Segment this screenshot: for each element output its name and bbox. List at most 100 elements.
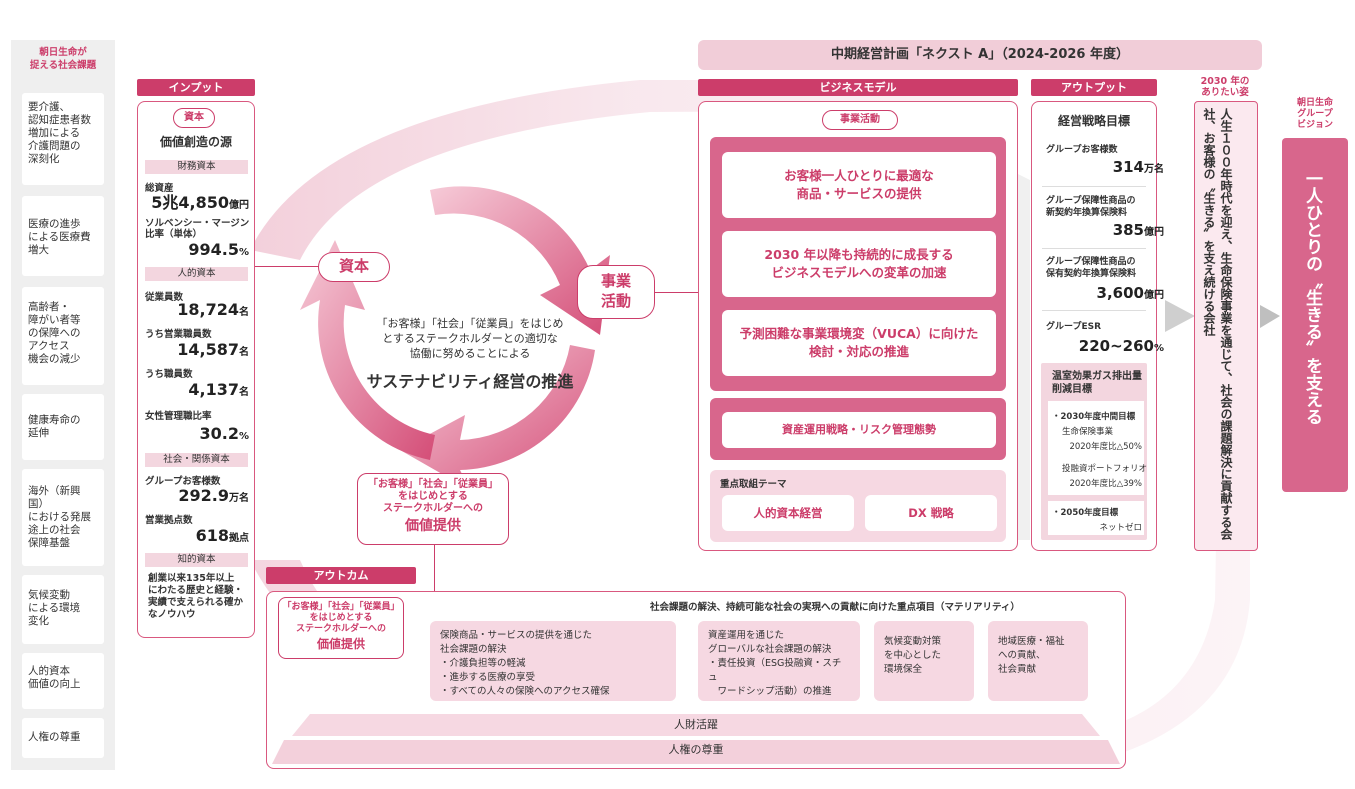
issue-item-care: 要介護、 認知症患者数 増加による 介護問題の 深刻化	[22, 93, 104, 185]
total-assets-value: 5兆4,850億円	[151, 193, 249, 212]
out-inforce-premium-value: 3,600億円	[1096, 284, 1164, 302]
vision-2030-text: 人生１００年時代を迎え、生命保険事業を通じて、社会の課題解決に貢献する会社、お客…	[1202, 108, 1233, 540]
ghg-mid-sub1: 生命保険事業	[1062, 427, 1114, 437]
capital-pill: 資本	[173, 108, 215, 128]
issue-item-medical: 医療の進歩 による医療費 増大	[22, 196, 104, 276]
outcome-card	[266, 591, 1126, 769]
plan-banner: 中期経営計画「ネクスト A」（2024-2026 年度）	[698, 40, 1262, 70]
materiality-title: 社会課題の解決、持続可能な社会の実現への貢献に向けた重点項目（マテリアリティ）	[650, 602, 1020, 613]
out-esr-value: 220~260%	[1078, 337, 1164, 355]
cycle-center-text: 「お客様」「社会」「従業員」をはじめ とするステークホルダーとの適切な 協働に努…	[376, 317, 564, 360]
ghg-final-label: ・2050年度目標	[1052, 508, 1119, 518]
output-header: アウトプット	[1031, 79, 1157, 96]
output-title: 経営戦略目標	[1057, 114, 1130, 128]
sustainability-cycle	[300, 186, 610, 490]
cycle-arrow-top	[430, 186, 610, 335]
out-esr-label: グループESR	[1046, 322, 1102, 332]
foundation-base	[272, 714, 1120, 764]
customers-label: グループお客様数	[145, 476, 221, 487]
issue-item-human-capital: 人的資本 価値の向上	[22, 653, 104, 709]
outcome-header: アウトカム	[266, 567, 416, 584]
ghg-mid-val1: 2020年度比△50%	[1069, 442, 1142, 452]
cycle-arrow-left	[300, 240, 435, 460]
cycle-business-label: 事業 活動	[577, 265, 655, 319]
issue-item-human-rights: 人権の尊重	[22, 718, 104, 758]
value-provision-top: 「お客様」「社会」「従業員」 をはじめとする ステークホルダーへの	[368, 479, 498, 514]
out-new-premium-label: グループ保障性商品の 新契約年換算保険料	[1046, 196, 1136, 218]
female-mgr-label: 女性管理職比率	[145, 411, 212, 422]
out-customers-value: 314万名	[1112, 158, 1164, 176]
arrow-to-vision-icon	[1260, 305, 1280, 328]
input-title: 価値創造の源	[159, 135, 232, 149]
social-subhead: 社会・関係資本	[145, 453, 248, 467]
arrow-output-icon	[1165, 300, 1195, 332]
base-human-rights: 人権の尊重	[668, 743, 724, 756]
vision-2030-card	[1194, 101, 1258, 551]
branches-value: 618拠点	[195, 526, 249, 545]
issue-item-climate: 気候変動 による環境 変化	[22, 575, 104, 644]
activity-vuca-response: 予測困難な事業環境変（VUCA）に向けた 検討・対応の推進	[722, 310, 996, 376]
ghg-final-box	[1048, 501, 1144, 535]
total-assets-label: 総資産	[145, 183, 174, 194]
issue-item-access: 高齢者・ 障がい者等 の保障への アクセス 機会の減少	[22, 287, 104, 385]
value-provision-box: 「お客様」「社会」「従業員」 をはじめとする ステークホルダーへの 価値提供	[357, 473, 509, 545]
intellectual-text: 創業以来135年以上 にわたる歴史と経験・ 実績で支えられる確か なノウハウ	[148, 573, 244, 620]
base-talent: 人財活躍	[674, 718, 718, 731]
ghg-title: 温室効果ガス排出量 削減目標	[1052, 371, 1142, 395]
outcome-value-main: 価値提供	[316, 637, 365, 651]
female-mgr-value: 30.2%	[199, 424, 249, 443]
divider	[1042, 186, 1146, 187]
themes-label: 重点取組テーマ	[720, 479, 787, 490]
solvency-value: 994.5%	[188, 240, 249, 259]
value-provision-main: 価値提供	[405, 518, 461, 534]
business-activity-pill: 事業活動	[822, 110, 898, 130]
connector-line	[255, 266, 320, 267]
ghg-mid-box	[1048, 401, 1144, 495]
vision-2030-header: 2030 年の ありたい姿	[1200, 76, 1250, 98]
materiality-insurance: 保険商品・サービスの提供を通じた 社会課題の解決 ・介護負担等の軽減 ・進歩する…	[430, 621, 676, 701]
sales-staff-label: うち営業職員数	[145, 329, 212, 340]
social-issues-header: 朝日生命が 捉える社会課題	[29, 47, 97, 71]
outcome-value-box: 「お客様」「社会」「従業員」 をはじめとする ステークホルダーへの 価値提供	[278, 597, 404, 659]
intellectual-subhead: 知的資本	[145, 553, 248, 567]
activity-optimal-products: お客様一人ひとりに最適な 商品・サービスの提供	[722, 152, 996, 218]
customers-value: 292.9万名	[178, 486, 249, 505]
ghg-mid-val2: 2020年度比△39%	[1069, 479, 1142, 489]
ghg-mid-sub2: 投融資ポートフォリオ	[1062, 464, 1148, 474]
out-inforce-premium-label: グループ保障性商品の 保有契約年換算保険料	[1046, 257, 1137, 279]
input-card	[137, 101, 255, 638]
outcome-value-top: 「お客様」「社会」「従業員」 をはじめとする ステークホルダーへの	[282, 602, 400, 634]
issue-item-health: 健康寿命の 延伸	[22, 394, 104, 460]
theme-human-capital: 人的資本経営	[722, 495, 854, 531]
issue-item-overseas: 海外（新興国） における発展 途上の社会 保障基盤	[22, 469, 104, 566]
divider	[1042, 310, 1146, 311]
cycle-arrow-right	[400, 345, 595, 490]
asset-management-item: 資産運用戦略・リスク管理態勢	[722, 412, 996, 448]
materiality-climate: 気候変動対策 を中心とした 環境保全	[874, 621, 974, 701]
solvency-label: ソルベンシー・マージン 比率（単体）	[145, 218, 250, 240]
sales-staff-value: 14,587名	[177, 340, 249, 359]
activity-business-transformation: 2030 年以降も持続的に成長する ビジネスモデルへの変革の加速	[722, 231, 996, 297]
materiality-community: 地域医療・福祉 への貢献、 社会貢献	[988, 621, 1088, 701]
ghg-mid-label: ・2030年度中間目標	[1052, 412, 1136, 422]
input-header: インプット	[137, 79, 255, 96]
group-vision-text: 一人ひとりの〝生きる〟を支える	[1302, 170, 1322, 425]
divider	[1042, 248, 1146, 249]
out-customers-label: グループお客様数	[1046, 145, 1118, 155]
cycle-center-title: サステナビリティ経営の推進	[366, 372, 574, 391]
ghg-final-val: ネットゼロ	[1099, 523, 1142, 533]
cycle-capital-label: 資本	[318, 252, 390, 282]
branches-label: 営業拠点数	[145, 515, 193, 526]
connector-line	[434, 545, 435, 593]
group-vision-card	[1282, 138, 1348, 492]
theme-dx: DX 戦略	[865, 495, 997, 531]
staff-value: 4,137名	[188, 380, 249, 399]
employees-label: 従業員数	[145, 292, 184, 303]
human-subhead: 人的資本	[145, 267, 248, 281]
connector-line	[655, 292, 698, 293]
staff-label: うち職員数	[145, 369, 193, 380]
group-vision-header: 朝日生命 グループ ビジョン	[1296, 98, 1333, 130]
employees-value: 18,724名	[177, 300, 249, 319]
business-model-header: ビジネスモデル	[698, 79, 1018, 96]
materiality-investment: 資産運用を通じた グローバルな社会課題の解決 ・責任投資（ESG投融資・スチュ …	[698, 621, 860, 701]
